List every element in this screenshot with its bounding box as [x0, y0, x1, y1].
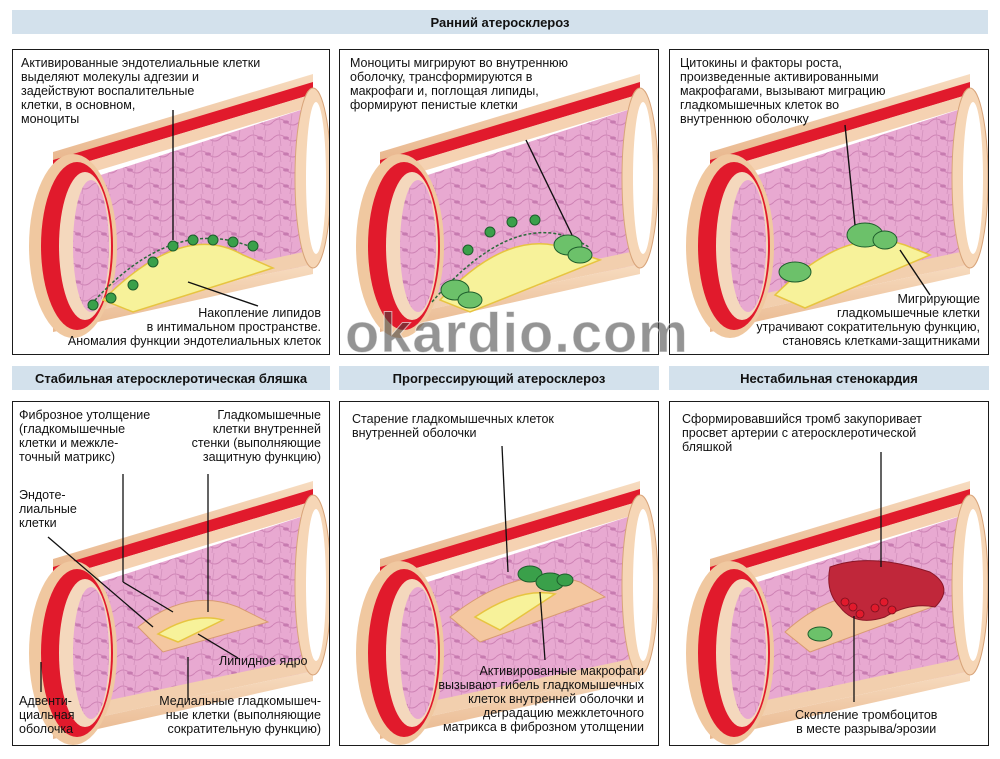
thrombus: [828, 560, 945, 621]
lipid-core: [473, 591, 557, 631]
artery-illustration: [685, 73, 988, 339]
label-cytokines: Цитокины и факторы роста, произведенные …: [680, 56, 886, 126]
smooth-muscle-cells: [778, 222, 898, 283]
panel-monocyte-migration: Моноциты мигрируют во внутреннюю оболочк…: [339, 49, 659, 355]
platelets: [840, 597, 897, 619]
label-platelet-accumulation: Скопление тромбоцитов в месте разрыва/эр…: [795, 708, 938, 736]
section-header-early: Ранний атеросклероз: [12, 10, 988, 34]
label-lipid-accumulation: Накопление липидов в интимальном простра…: [67, 306, 321, 348]
label-lipid-core: Липидное ядро: [219, 654, 308, 668]
label-aging-smooth-muscle: Старение гладкомышечных клеток внутренне…: [352, 412, 554, 440]
panel-endothelial-activation: Активированные эндотелиальные клетки выд…: [12, 49, 330, 355]
label-intimal-smooth-muscle: Гладкомышечные клетки внутренней стенки …: [191, 408, 321, 464]
label-activated-endothelium: Активированные эндотелиальные клетки выд…: [21, 56, 261, 126]
section-title: Прогрессирующий атеросклероз: [392, 370, 606, 386]
label-monocyte-migration: Моноциты мигрируют во внутреннюю оболочк…: [350, 56, 569, 112]
section-header-stable: Стабильная атеросклеротическая бляшка: [12, 366, 330, 390]
panel-unstable-angina: Сформировавшийся тромб закупоривает прос…: [669, 401, 989, 746]
label-endothelial-cells: Эндоте- лиальные клетки: [19, 488, 77, 530]
panel-smooth-muscle-migration: Цитокины и факторы роста, произведенные …: [669, 49, 989, 355]
monocytes: [87, 234, 259, 311]
lipid-core: [156, 617, 226, 643]
artery-illustration: [28, 73, 329, 339]
panel-stable-plaque: Фиброзное утолщение (гладкомышечные клет…: [12, 401, 330, 746]
artery-illustration: [28, 474, 329, 745]
label-migrating-cells: Мигрирующие гладкомышечные клетки утрачи…: [756, 292, 980, 348]
artery-illustration: [355, 73, 658, 339]
label-medial-smooth-muscle: Медиальные гладкомышеч- ные клетки (выпо…: [159, 694, 321, 736]
section-header-unstable: Нестабильная стенокардия: [669, 366, 989, 390]
label-thrombus: Сформировавшийся тромб закупоривает прос…: [682, 412, 922, 454]
label-fibrous-thickening: Фиброзное утолщение (гладкомышечные клет…: [19, 408, 151, 464]
activated-macrophages: [517, 565, 574, 592]
label-adventitia: Адвенти- циальная оболочка: [19, 694, 75, 736]
section-title: Стабильная атеросклеротическая бляшка: [34, 370, 308, 386]
label-activated-macrophages: Активированные макрофаги вызывают гибель…: [438, 664, 644, 734]
section-title: Нестабильная стенокардия: [740, 370, 918, 386]
monocytes: [462, 214, 541, 256]
artery-illustration: [685, 452, 988, 745]
watermark: okardio.com: [345, 301, 689, 365]
panel-progressive-atherosclerosis: Старение гладкомышечных клеток внутренне…: [339, 401, 659, 746]
artery-illustration: [355, 445, 658, 745]
foam-cells: [440, 234, 593, 309]
section-title: Ранний атеросклероз: [430, 14, 570, 30]
section-header-progressive: Прогрессирующий атеросклероз: [339, 366, 659, 390]
